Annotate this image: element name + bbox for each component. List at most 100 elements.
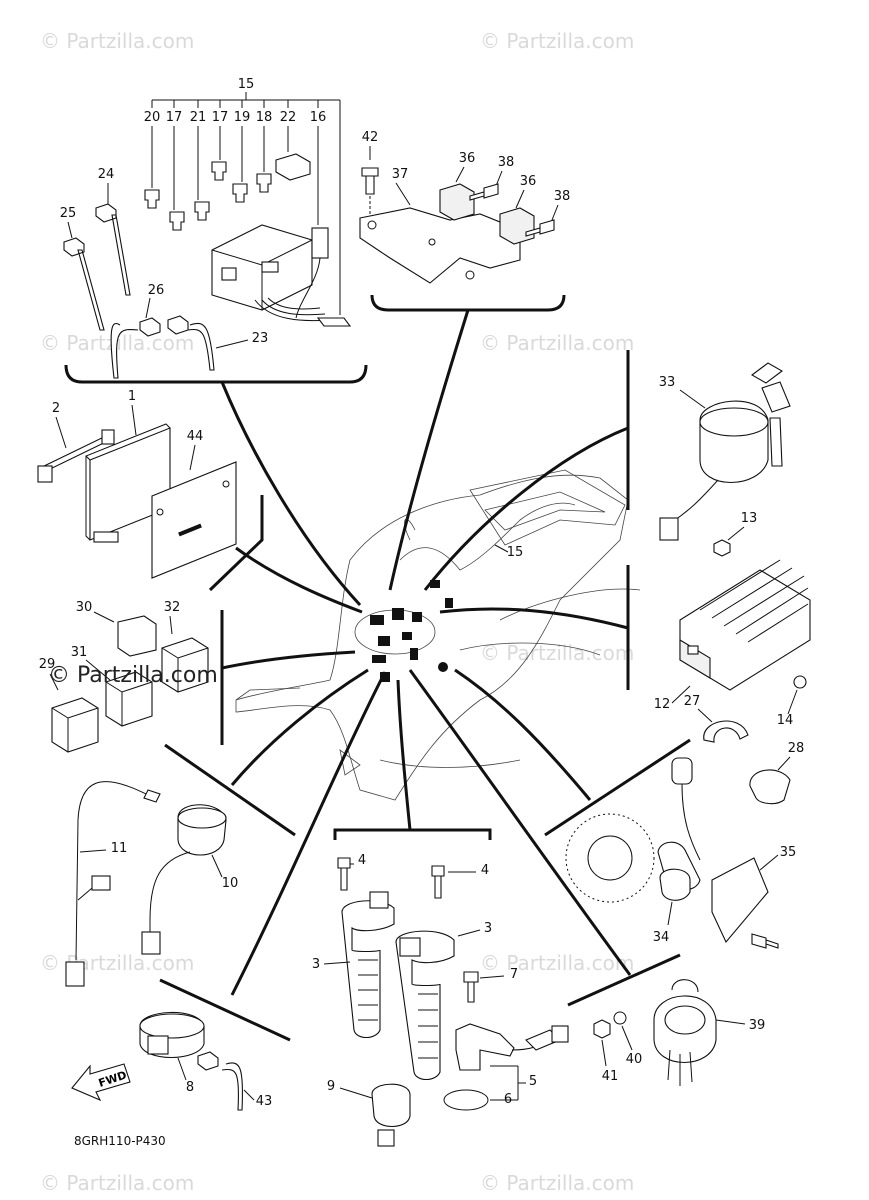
ignition-switch-group: 33 [659,362,791,541]
callout-7: 7 [510,967,518,982]
nut-icon [713,539,731,557]
callout-41: 41 [602,1069,619,1084]
bracket-plate-icon [359,207,521,284]
callout-21: 21 [190,110,207,125]
bracket-icon [711,857,769,944]
clamp-icon [703,720,749,743]
harness-connector [430,580,440,588]
callout-3: 3 [484,921,492,936]
rectifier-group: 13 12 14 27 28 [654,511,811,805]
callout-43: 43 [256,1094,273,1109]
ignition-coil-group: 4 4 3 3 [312,853,492,1081]
callout-12: 12 [654,697,671,712]
callout-22: 22 [280,110,297,125]
sensor-lead-group: 11 10 [65,781,239,987]
callout-25: 25 [60,206,77,221]
nut-icon [593,1019,611,1039]
harness-connector [412,612,422,622]
connector-icon [147,1035,169,1055]
watermark: © Partzilla.com [480,641,634,665]
callout-37: 37 [392,167,409,182]
callout-20: 20 [144,110,161,125]
watermark: © Partzilla.com [40,29,194,53]
callout-36: 36 [459,151,476,166]
fuse-icon [194,201,210,221]
callout-32: 32 [164,600,181,615]
fuse-box-group: 15 20 17 21 17 19 18 22 16 [60,77,352,379]
connector-icon [101,429,115,445]
cable-tie-icon [197,1051,243,1111]
sensor-group: 7 5 6 9 [327,967,569,1147]
callout-6: 6 [504,1092,512,1107]
connector-icon [659,517,679,541]
relay-group: 30 32 29 31 © Partzilla.com [39,600,218,753]
connector-icon [37,465,53,483]
callout-5: 5 [529,1074,537,1089]
bolt-icon [431,865,445,899]
harness-connector [438,662,448,672]
callout-4: 4 [481,863,489,878]
pickup-group: 35 34 [565,757,796,949]
ecu-cover-icon [151,461,237,579]
callout-3: 3 [312,957,320,972]
sensor-head-icon [659,868,691,901]
relay-icon [439,183,475,221]
connector-icon [551,1025,569,1043]
bolt-icon [463,971,479,1003]
fuse-icon [169,211,185,231]
watermark: © Partzilla.com [40,951,194,975]
fuse-box-latch [221,267,237,281]
callout-44: 44 [187,429,204,444]
ecu-group: 2 1 44 [37,389,237,579]
bolt-icon [361,167,379,195]
callout-30: 30 [76,600,93,615]
cable-tie-icon [167,315,215,371]
connector-icon [141,931,161,955]
watermark: © Partzilla.com [480,29,634,53]
fuse-icon [232,183,248,203]
callout-33: 33 [659,375,676,390]
harness-connector [378,636,390,646]
sensor-tip [377,1129,395,1147]
watermark: © Partzilla.com [40,1171,194,1195]
harness-connector [410,648,418,660]
harness-connector [372,655,386,663]
fuse-cover-icon [275,153,311,181]
ignition-coil-icon [341,900,395,1039]
watermark: © Partzilla.com [480,1171,634,1195]
coil-connector [369,891,389,909]
key-icon [751,362,791,467]
coil-connector [399,937,421,957]
switch-8-group: 8 43 FWD 8GRH110-P430 [71,1011,273,1148]
fuse-box-latch [261,261,279,273]
harness-connector [445,598,453,608]
callout-17: 17 [212,110,229,125]
callout-26: 26 [148,283,165,298]
callout-24: 24 [98,167,115,182]
frame-and-harness: 15 [235,469,641,801]
sensor-39-group: 39 40 41 [593,979,766,1086]
center-watermark: © Partzilla.com [48,663,218,688]
relay-icon [51,697,99,753]
watermark-layer: © Partzilla.com © Partzilla.com © Partzi… [40,29,634,1195]
ecu-connector [93,531,119,543]
oil-pressure-switch-icon [371,1083,411,1128]
callout-4: 4 [358,853,366,868]
watermark: © Partzilla.com [480,951,634,975]
callout-10: 10 [222,876,239,891]
bolt-icon [751,933,779,949]
screw-icon [469,183,499,201]
callout-38: 38 [554,189,571,204]
fuse-icon [211,161,227,181]
washer-icon [613,1011,627,1025]
callout-36: 36 [520,174,537,189]
fuse-icon [256,173,272,193]
callout-39: 39 [749,1018,766,1033]
clip-icon [749,769,791,805]
callout-15: 15 [507,545,524,560]
callout-19: 19 [234,110,251,125]
bolt-icon [337,857,351,891]
fwd-arrow-icon: FWD [71,1063,131,1102]
harness-connector [380,672,390,682]
